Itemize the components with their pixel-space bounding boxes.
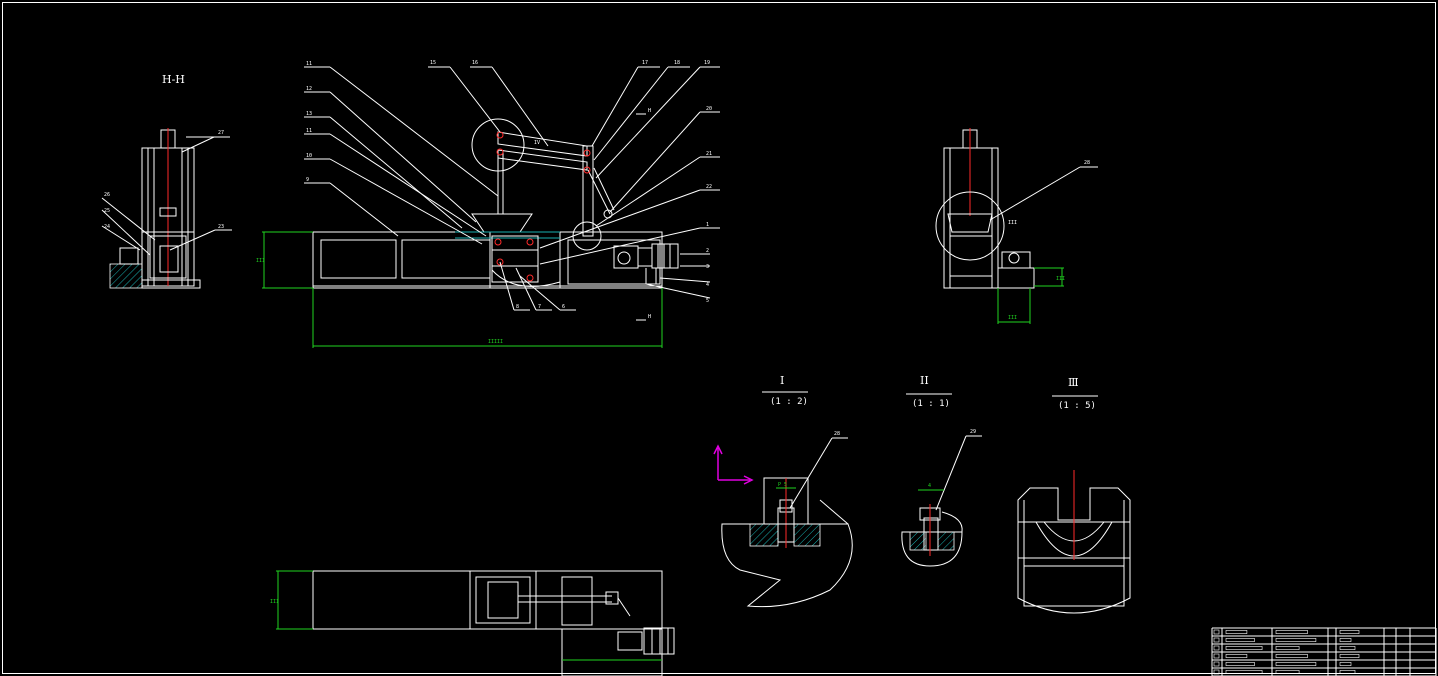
section-marker-top: H: [648, 108, 651, 114]
balloon-27: 27: [218, 130, 224, 136]
detail-view-iii: Ⅲ (1 : 5): [1017, 376, 1131, 614]
balloon-16: 16: [472, 60, 478, 66]
balloon-10: 10: [306, 153, 312, 159]
balloon-23: 23: [218, 224, 224, 230]
balloon-22: 22: [706, 184, 712, 190]
balloon-2: 2: [706, 248, 709, 254]
detail-iii-label: Ⅲ: [1068, 376, 1079, 389]
section-marker-bottom: H: [648, 314, 651, 320]
dim-right-width: III: [1008, 315, 1017, 321]
balloon-11a: 11: [306, 61, 312, 67]
detail-label-iii: III: [1008, 220, 1017, 226]
balloon-12: 12: [306, 86, 312, 92]
balloon-6: 6: [562, 304, 565, 310]
left-side-view: H-H 27 26 25 24 23: [101, 73, 232, 289]
detail-label-iv: IV: [534, 140, 540, 146]
detail-i-scale: (1 : 2): [770, 397, 808, 407]
dim-main-height: III: [256, 258, 265, 264]
detail-view-ii: II (1 : 1) 29 4: [901, 374, 982, 567]
balloon-24: 24: [104, 224, 110, 230]
balloon-19: 19: [704, 60, 710, 66]
detail-i-label: I: [780, 374, 784, 387]
balloon-5: 5: [706, 298, 709, 304]
dim-detail-ii: 4: [928, 483, 931, 489]
right-side-view: III III 28 III: [935, 128, 1098, 324]
dim-top-height: III: [270, 599, 279, 605]
balloon-21: 21: [706, 151, 712, 157]
balloon-26: 26: [104, 192, 110, 198]
detail-iii-scale: (1 : 5): [1058, 401, 1096, 411]
balloon-13: 13: [306, 111, 312, 117]
balloon-20: 20: [706, 106, 712, 112]
balloon-28-detail: 28: [834, 431, 840, 437]
balloon-15: 15: [430, 60, 436, 66]
balloon-9: 9: [306, 177, 309, 183]
balloon-25: 25: [104, 208, 110, 214]
balloon-8: 8: [516, 304, 519, 310]
balloon-4: 4: [706, 282, 709, 288]
top-view: III: [270, 570, 675, 676]
balloon-29-detail: 29: [970, 429, 976, 435]
dim-main-length: IIIII: [488, 339, 503, 345]
balloon-11b: 11: [306, 128, 312, 134]
detail-ii-scale: (1 : 1): [912, 399, 950, 409]
balloon-28-right: 28: [1084, 160, 1090, 166]
section-label-left: H-H: [162, 73, 185, 86]
main-front-view: 11 12 13 11 10 9 15 16 17 18 19 20 21 22…: [256, 60, 720, 348]
detail-ii-label: II: [920, 374, 929, 387]
balloon-17: 17: [642, 60, 648, 66]
balloon-18: 18: [674, 60, 680, 66]
balloon-1: 1: [706, 222, 709, 228]
title-block: [1211, 627, 1437, 676]
balloon-7: 7: [538, 304, 541, 310]
dim-right-height: III: [1056, 276, 1065, 282]
detail-view-i: I (1 : 2) 28 P 5: [713, 374, 853, 608]
dim-detail-i: P 5: [778, 482, 787, 488]
balloon-3: 3: [706, 264, 709, 270]
